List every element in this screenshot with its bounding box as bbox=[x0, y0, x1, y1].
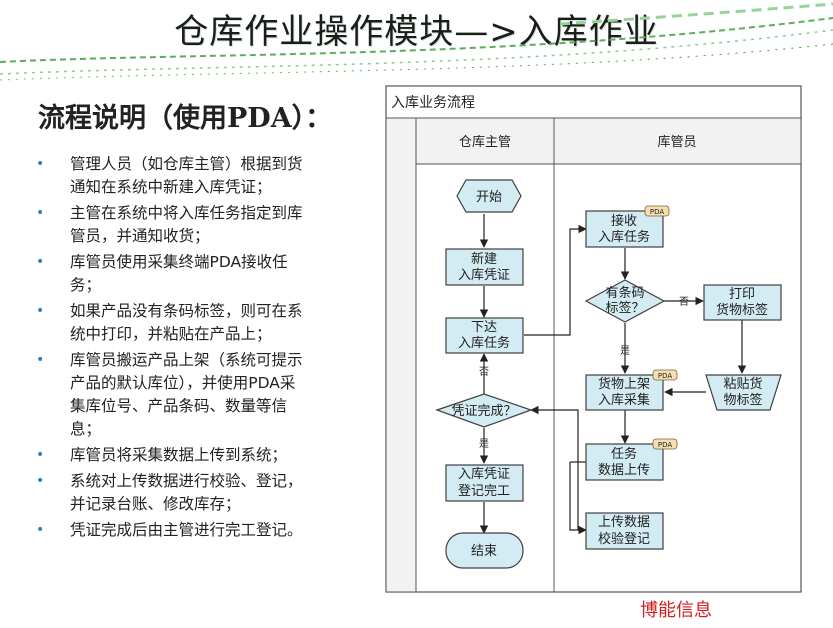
description-item: • 主管在系统中将入库任务指定到库管员，并通知收货； bbox=[36, 202, 366, 248]
has-barcode-label-2: 标签？ bbox=[605, 300, 644, 316]
description-line: 产品的默认库位），并使用PDA采 bbox=[70, 374, 296, 392]
edge-label-yes: 是 bbox=[479, 438, 489, 450]
has-barcode-label-1: 有条码 bbox=[605, 285, 644, 301]
pda-tag-label: PDA bbox=[658, 441, 672, 449]
brand-footer: 博能信息 bbox=[640, 600, 712, 621]
pda-tag-label: PDA bbox=[658, 372, 672, 380]
description-list: • 管理人员（如仓库主管）根据到货通知在系统中新建入库凭证； • 主管在系统中将入库任… bbox=[36, 153, 366, 545]
description-line: 库管员将采集数据上传到系统； bbox=[70, 446, 288, 464]
description-item: • 库管员使用采集终端PDA接收任务； bbox=[36, 251, 366, 297]
assign-task-box bbox=[445, 317, 524, 354]
paste-label-node bbox=[705, 374, 782, 411]
description-item: • 管理人员（如仓库主管）根据到货通知在系统中新建入库凭证； bbox=[36, 153, 366, 199]
upload-label-2: 数据上传 bbox=[598, 463, 650, 478]
bullet-icon: • bbox=[36, 156, 45, 172]
voucher-done-decision bbox=[435, 393, 533, 428]
edge-label-no: 否 bbox=[679, 296, 689, 308]
paste-label-label-2: 物标签 bbox=[723, 392, 762, 408]
bullet-icon: • bbox=[36, 522, 45, 538]
create-voucher-box bbox=[445, 248, 524, 286]
section-heading: 流程说明（使用PDA）： bbox=[38, 103, 333, 134]
edge-label-no: 否 bbox=[479, 366, 489, 378]
shelve-label-2: 入库采集 bbox=[598, 392, 650, 408]
verify-label-2: 校验登记 bbox=[598, 531, 650, 547]
receive-task-box bbox=[585, 210, 664, 248]
complete-reg-label-2: 登记完工 bbox=[458, 484, 510, 499]
edge-label-yes: 是 bbox=[620, 345, 630, 357]
receive-task-label-2: 入库任务 bbox=[598, 229, 650, 245]
pda-tag bbox=[652, 369, 678, 381]
paste-label-label-1: 粘贴货 bbox=[723, 376, 762, 392]
print-label-label-1: 打印 bbox=[729, 287, 755, 302]
description-line: 系统对上传数据进行校验、登记， bbox=[70, 472, 303, 490]
pda-tag bbox=[644, 205, 670, 217]
description-line: 库管员使用采集终端PDA接收任 bbox=[70, 253, 288, 271]
receive-task-label-1: 接收 bbox=[611, 213, 637, 229]
bullet-icon: • bbox=[36, 303, 45, 319]
shelve-label-1: 货物上架 bbox=[598, 376, 650, 392]
flowchart-title: 入库业务流程 bbox=[391, 95, 475, 111]
assign-task-label-1: 下达 bbox=[471, 320, 497, 335]
description-line: 凭证完成后由主管进行完工登记。 bbox=[70, 521, 303, 539]
has-barcode-decision bbox=[584, 279, 666, 323]
description-item: • 库管员将采集数据上传到系统； bbox=[36, 444, 366, 467]
complete-registration-box bbox=[445, 464, 524, 502]
complete-reg-label-1: 入库凭证 bbox=[458, 466, 510, 482]
description-item: • 库管员搬运产品上架（系统可提示产品的默认库位），并使用PDA采集库位号、产品条… bbox=[36, 349, 366, 441]
description-line: 如果产品没有条码标签，则可在系 bbox=[70, 302, 303, 320]
bullet-icon: • bbox=[36, 352, 45, 368]
start-node bbox=[456, 179, 522, 213]
description-line: 并记录台账、修改库存； bbox=[70, 495, 241, 513]
verify-box bbox=[585, 512, 664, 550]
description-line: 主管在系统中将入库任务指定到库 bbox=[70, 204, 303, 222]
description-line: 集库位号、产品条码、数量等信 bbox=[70, 397, 288, 415]
bullet-icon: • bbox=[36, 447, 45, 463]
description-line: 管理人员（如仓库主管）根据到货 bbox=[70, 155, 303, 173]
slide-title: 仓库作业操作模块—>入库作业 bbox=[174, 12, 659, 52]
print-label-label-2: 货物标签 bbox=[716, 302, 768, 318]
shelve-box bbox=[585, 374, 664, 411]
description-line: 通知在系统中新建入库凭证； bbox=[70, 178, 272, 196]
start-label: 开始 bbox=[476, 190, 502, 205]
lane-warehouse-keeper: 库管员 bbox=[657, 134, 696, 150]
bullet-icon: • bbox=[36, 254, 45, 270]
title-decoration bbox=[0, 2, 833, 81]
description-line: 库管员搬运产品上架（系统可提示 bbox=[70, 351, 303, 369]
upload-label-1: 任务 bbox=[611, 446, 637, 462]
bullet-icon: • bbox=[36, 205, 45, 221]
lane-warehouse-supervisor: 仓库主管 bbox=[459, 134, 511, 150]
upload-box bbox=[585, 443, 664, 481]
verify-label-1: 上传数据 bbox=[598, 515, 650, 530]
description-line: 管员，并通知收货； bbox=[70, 227, 210, 245]
print-label-box bbox=[703, 284, 782, 321]
create-voucher-label-1: 新建 bbox=[471, 251, 497, 267]
pda-tag bbox=[652, 438, 678, 450]
voucher-done-label: 凭证完成？ bbox=[451, 404, 516, 419]
description-line: 务； bbox=[70, 276, 102, 294]
description-line: 息； bbox=[70, 420, 102, 438]
end-label: 结束 bbox=[471, 544, 497, 559]
description-item: • 系统对上传数据进行校验、登记， 并记录台账、修改库存； bbox=[36, 470, 366, 516]
description-item: • 如果产品没有条码标签，则可在系统中打印，并粘贴在产品上； bbox=[36, 300, 366, 346]
create-voucher-label-2: 入库凭证 bbox=[458, 267, 510, 283]
bullet-icon: • bbox=[36, 473, 45, 489]
pda-tag-label: PDA bbox=[650, 208, 664, 216]
assign-task-label-2: 入库任务 bbox=[458, 335, 510, 351]
description-item: • 凭证完成后由主管进行完工登记。 bbox=[36, 519, 366, 542]
description-line: 统中打印，并粘贴在产品上； bbox=[70, 325, 272, 343]
end-node bbox=[445, 532, 524, 569]
